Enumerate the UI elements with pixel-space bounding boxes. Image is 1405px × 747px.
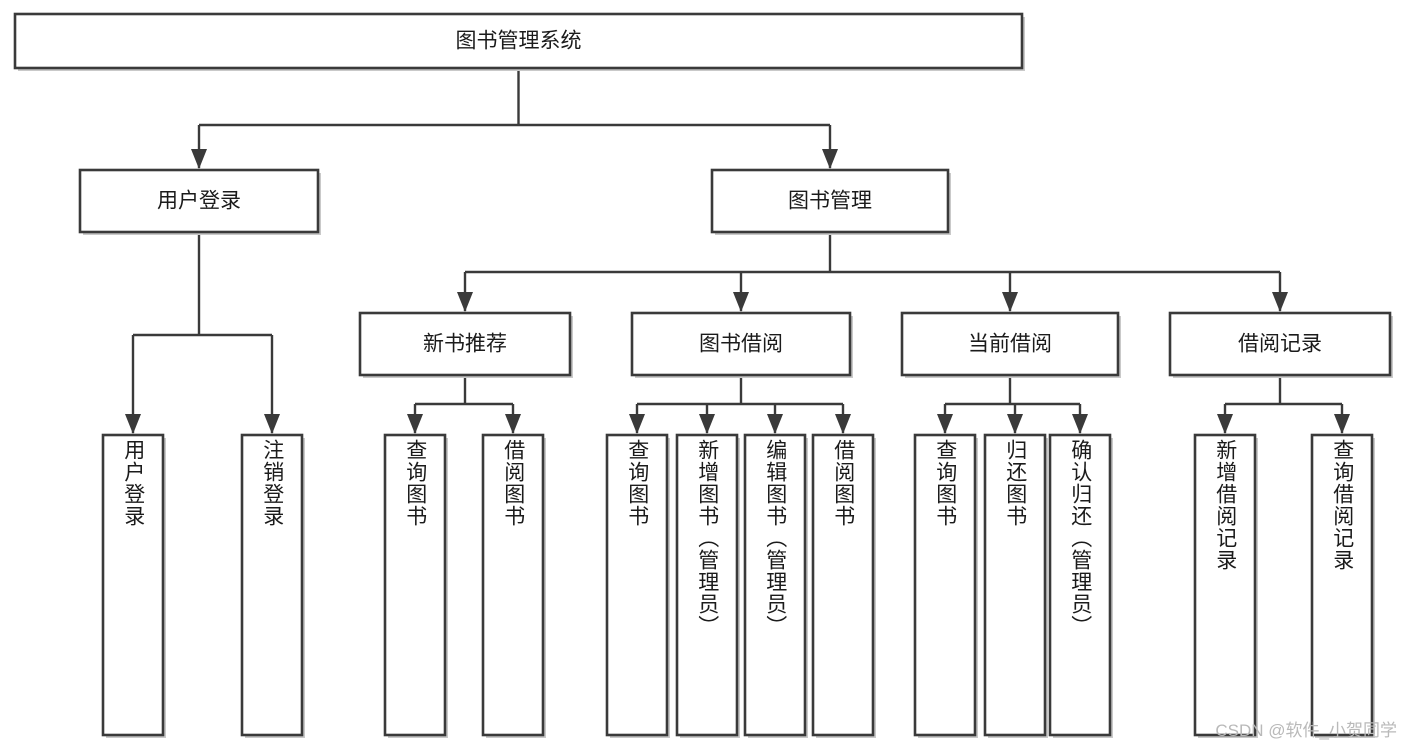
node-box-确认归还管理员[interactable] [1048,433,1113,738]
arrow-head-icon [264,414,280,434]
arrow-head-icon [629,414,645,434]
arrow-head-icon [1002,292,1018,312]
node-label-新书推荐: 新书推荐 [423,333,507,356]
arrow-head-icon [407,414,423,434]
arrow-head-icon [767,414,783,434]
node-box-图书管理系统[interactable] [13,12,1025,71]
node-box-新书推荐[interactable] [358,311,573,378]
arrow-head-icon [835,414,851,434]
node-box-查询借阅记录[interactable] [1310,433,1375,738]
connector-lines [125,68,1350,434]
node-boxes [13,12,1393,738]
node-label-图书管理系统: 图书管理系统 [456,30,582,53]
node-box-注销登录[interactable] [240,433,305,738]
arrow-head-icon [505,414,521,434]
arrow-head-icon [1217,414,1233,434]
arrow-head-icon [937,414,953,434]
node-box-当前借阅[interactable] [900,311,1121,378]
node-box-用户登录[interactable] [78,168,321,235]
arrow-head-icon [1072,414,1088,434]
arrow-head-icon [457,292,473,312]
arrow-head-icon [1334,414,1350,434]
arrow-head-icon [125,414,141,434]
node-box-借阅记录[interactable] [1168,311,1393,378]
node-label-用户登录: 用户登录 [157,190,241,213]
node-box-借阅图书[interactable] [481,433,546,738]
node-label-借阅记录: 借阅记录 [1238,333,1322,356]
node-box-图书管理[interactable] [710,168,951,235]
node-box-新增借阅记录[interactable] [1193,433,1258,738]
node-label-图书管理: 图书管理 [788,190,872,213]
node-box-归还图书[interactable] [983,433,1048,738]
node-box-用户登录[interactable] [101,433,166,738]
arrow-head-icon [733,292,749,312]
arrow-head-icon [822,149,838,169]
node-box-查询图书[interactable] [605,433,670,738]
node-box-编辑图书管理员[interactable] [743,433,808,738]
node-box-新增图书管理员[interactable] [675,433,740,738]
node-box-图书借阅[interactable] [630,311,853,378]
arrow-head-icon [1007,414,1023,434]
node-box-查询图书[interactable] [383,433,448,738]
arrow-head-icon [699,414,715,434]
node-box-查询图书[interactable] [913,433,978,738]
arrow-head-icon [1272,292,1288,312]
node-box-借阅图书[interactable] [811,433,876,738]
node-label-图书借阅: 图书借阅 [699,333,783,356]
node-label-当前借阅: 当前借阅 [968,333,1052,356]
arrow-head-icon [191,149,207,169]
